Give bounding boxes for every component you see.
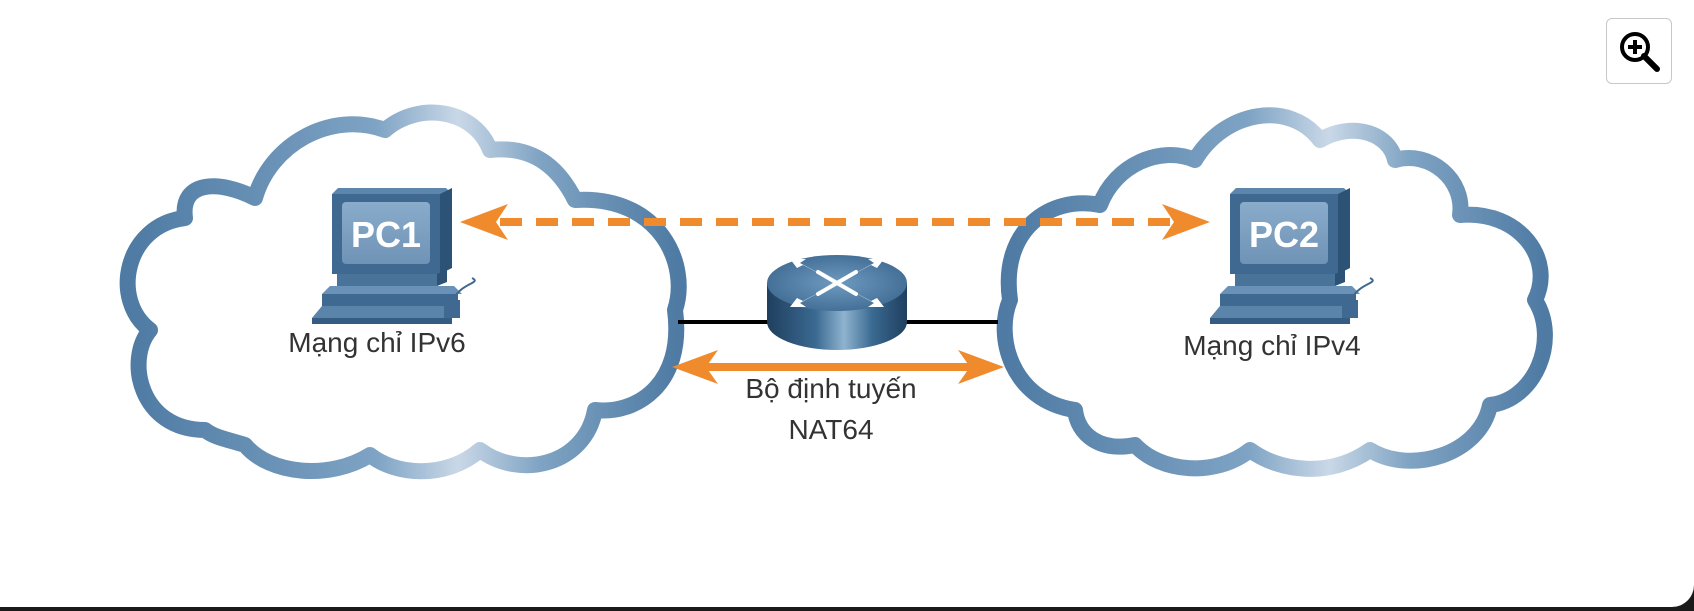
- pc2-label: PC2: [1249, 214, 1319, 255]
- router-label-line1: Bộ định tuyến: [745, 373, 916, 404]
- pc2-computer-icon: PC2: [1210, 188, 1374, 324]
- zoom-button[interactable]: [1606, 18, 1672, 84]
- bottom-edge: [0, 607, 1694, 611]
- pc1-label: PC1: [351, 214, 421, 255]
- router-label-line2: NAT64: [788, 414, 873, 445]
- pc1-computer-icon: PC1: [312, 188, 476, 324]
- network-left-label: Mạng chỉ IPv6: [288, 327, 465, 358]
- zoom-in-icon: [1620, 32, 1660, 72]
- router-icon: [767, 255, 907, 350]
- network-right-label: Mạng chỉ IPv4: [1183, 330, 1360, 361]
- end-to-end-dashed-arrow: [460, 204, 1210, 240]
- nat64-translation-arrow: [672, 350, 1004, 384]
